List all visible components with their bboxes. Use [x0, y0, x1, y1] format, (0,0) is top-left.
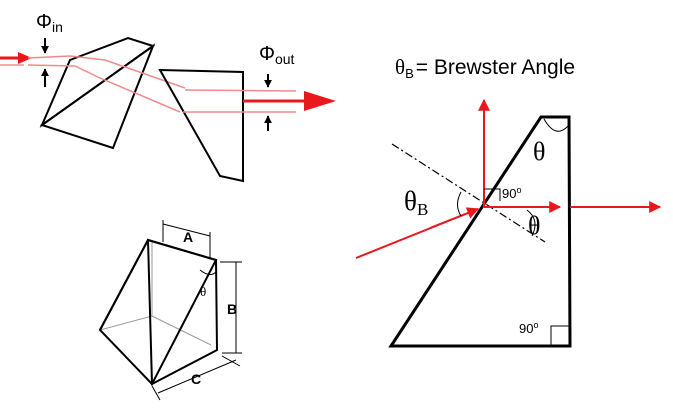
surface-normal [391, 143, 546, 243]
dim-c-line [157, 359, 237, 394]
phi-out-label: Φout [259, 43, 295, 67]
dim-b-label: B [227, 301, 237, 317]
hidden-edge-front [99, 315, 153, 331]
first-prism-body [39, 43, 156, 150]
prism-side-face [146, 238, 219, 386]
dim-c-tick-left [151, 385, 161, 401]
brewster-title: θB= Brewster Angle [395, 55, 575, 81]
theta-top-label: θ [533, 137, 545, 166]
normal-right-angle-marker [484, 188, 501, 201]
beam-upper [27, 55, 186, 89]
prism-3d-diagram: θ A B C [98, 220, 242, 401]
hidden-edge-back [151, 315, 212, 346]
top-angle-arc [543, 118, 570, 132]
theta-b-label: θB [404, 186, 428, 219]
prism-hypotenuse-face [98, 238, 218, 386]
input-beam-arrowhead [18, 52, 32, 64]
normal-90-label: 90o [502, 185, 521, 201]
prism-pair-diagram: Φin Φout [0, 11, 336, 183]
phi-in-label: Φin [36, 11, 63, 35]
corner-right-angle-marker [550, 325, 570, 346]
output-beam-arrowhead [304, 91, 336, 111]
theta-exit-label: θ [528, 211, 540, 240]
dim-c-label: C [191, 371, 201, 387]
theta-label: θ [200, 284, 206, 299]
second-prism [158, 68, 244, 183]
brewster-angle-arc [457, 191, 462, 217]
exit-angle-arc [526, 209, 536, 237]
dim-a-line [162, 223, 211, 237]
brewster-prism [388, 115, 572, 348]
corner-90-label: 90o [519, 320, 538, 336]
beam-lower [27, 64, 181, 113]
incident-beam-arrow [429, 207, 480, 229]
prism-edge-left [99, 239, 149, 331]
dim-a-label: A [183, 229, 193, 245]
output-beam-upper [184, 89, 297, 92]
brewster-diagram: θB= Brewster Angle θ 90o 90o θB θ [355, 55, 662, 348]
theta-arc [199, 269, 217, 276]
dim-c-tick-right [221, 355, 241, 367]
